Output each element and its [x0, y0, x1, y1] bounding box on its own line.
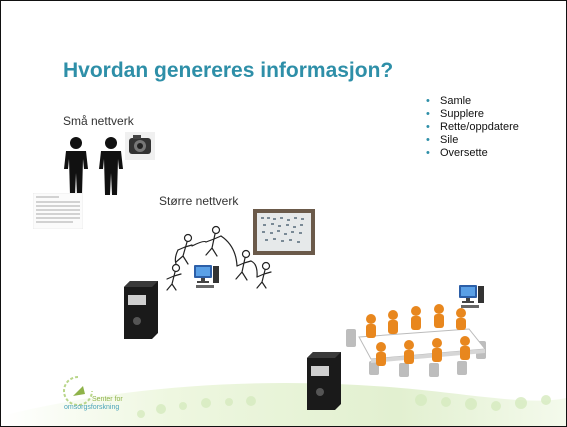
meeting-table-icon — [346, 304, 486, 377]
logo-text: Senter for omsorgsforskning — [64, 396, 123, 412]
bullet-item: Supplere — [426, 108, 519, 121]
extended-network-label: Utvidet nettverk — [339, 276, 423, 290]
larger-network-label: Større nettverk — [159, 194, 239, 208]
small-networks-label: Små nettverk — [63, 114, 134, 128]
decorative-band — [1, 383, 566, 426]
binder-icon — [124, 281, 158, 339]
camera-icon — [125, 132, 155, 160]
logo-icon — [63, 376, 93, 406]
bullet-list: Samle Supplere Rette/oppdatere Sile Over… — [426, 95, 519, 160]
logo-line-2: omsorgsforskning — [64, 404, 120, 411]
computer-icon — [194, 265, 219, 288]
slide-title: Hvordan genereres informasjon? — [63, 59, 394, 82]
bullet-item: Rette/oppdatere — [426, 121, 519, 134]
computer-icon — [459, 285, 484, 308]
binder-icon — [307, 352, 341, 410]
whiteboard-icon — [253, 209, 315, 255]
bullet-item: Oversette — [426, 147, 519, 160]
document-icon — [33, 193, 83, 229]
bullet-item: Samle — [426, 95, 519, 108]
bullet-item: Sile — [426, 134, 519, 147]
stick-figures-icon — [166, 225, 272, 291]
logo-line-1: Senter for — [92, 396, 123, 403]
person-icon — [64, 137, 88, 195]
person-icon — [99, 137, 123, 195]
